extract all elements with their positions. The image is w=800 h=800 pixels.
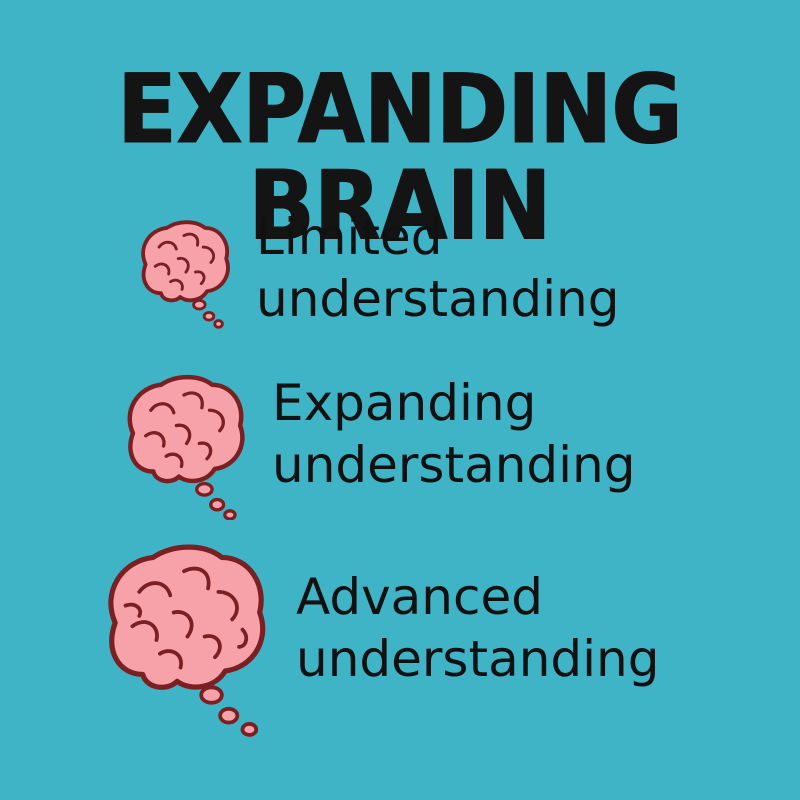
brain-icon-large bbox=[108, 544, 266, 737]
label-line-1: Limited bbox=[256, 208, 443, 266]
label-line-1: Advanced bbox=[296, 568, 543, 626]
label-line-2: understanding bbox=[272, 436, 636, 494]
label-expanding: Expanding understanding bbox=[272, 372, 635, 496]
brain-icon-small bbox=[141, 220, 230, 329]
label-line-2: understanding bbox=[296, 630, 660, 688]
label-limited: Limited understanding bbox=[256, 206, 619, 330]
label-advanced: Advanced understanding bbox=[296, 566, 659, 690]
brain-icon-medium bbox=[127, 374, 245, 520]
poster-title: EXPANDING BRAIN bbox=[117, 54, 683, 263]
label-line-1: Expanding bbox=[272, 374, 537, 432]
label-line-2: understanding bbox=[256, 270, 620, 328]
